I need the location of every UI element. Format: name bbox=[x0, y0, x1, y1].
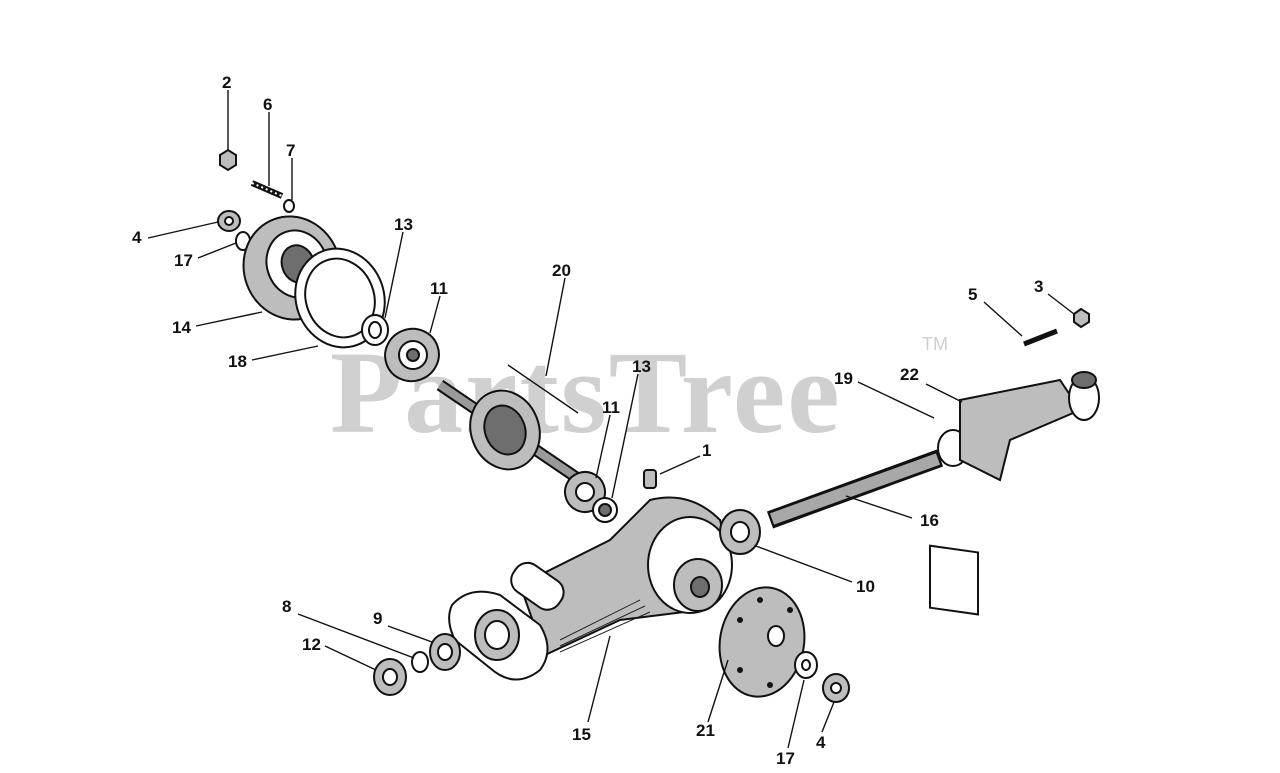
nut-3 bbox=[1073, 307, 1090, 329]
callout-20: 20 bbox=[552, 261, 571, 280]
callout-21: 21 bbox=[696, 721, 715, 740]
shaft-16 bbox=[766, 449, 944, 529]
callout-4-lower: 4 bbox=[816, 733, 826, 752]
stud-6 bbox=[250, 180, 284, 199]
callout-12: 12 bbox=[302, 635, 321, 654]
bracket-22 bbox=[959, 371, 1100, 482]
callout-18: 18 bbox=[228, 352, 247, 371]
callout-4-upper: 4 bbox=[132, 228, 142, 247]
stud-5 bbox=[1023, 328, 1058, 347]
washer-7 bbox=[283, 199, 295, 213]
washer-17-lower bbox=[794, 651, 818, 679]
bearing-10 bbox=[719, 509, 761, 555]
callout-11-lower: 11 bbox=[602, 398, 620, 417]
bevel-gear-shaft-20 bbox=[436, 380, 584, 485]
callout-3: 3 bbox=[1034, 277, 1043, 296]
callout-6: 6 bbox=[263, 95, 272, 114]
callout-7: 7 bbox=[286, 141, 295, 160]
callout-5: 5 bbox=[968, 285, 977, 304]
gasket-18 bbox=[294, 247, 386, 349]
callout-13-lower: 13 bbox=[632, 357, 651, 376]
callout-1: 1 bbox=[702, 441, 711, 460]
gasket-19 bbox=[929, 429, 979, 616]
callout-16: 16 bbox=[920, 511, 939, 530]
callout-10: 10 bbox=[856, 577, 875, 596]
seal-13-upper bbox=[361, 314, 389, 346]
seal-13-lower bbox=[592, 497, 618, 523]
flange-plate-left bbox=[448, 590, 549, 681]
callout-17-lower: 17 bbox=[776, 749, 795, 768]
hub-21 bbox=[718, 586, 806, 698]
callout-11-upper: 11 bbox=[430, 279, 448, 298]
callout-19: 19 bbox=[834, 369, 853, 388]
watermark-trademark: TM bbox=[922, 334, 948, 354]
bearing-9 bbox=[429, 633, 461, 671]
callout-14: 14 bbox=[172, 318, 191, 337]
bearing-11-upper bbox=[384, 327, 440, 383]
grease-fitting-1 bbox=[643, 469, 657, 489]
callout-15: 15 bbox=[572, 725, 591, 744]
callout-17-upper: 17 bbox=[174, 251, 193, 270]
nut-4-lower bbox=[822, 673, 850, 703]
nut-4-upper bbox=[217, 210, 241, 232]
housing-15 bbox=[510, 496, 733, 657]
seal-12 bbox=[373, 658, 407, 696]
callout-9: 9 bbox=[373, 609, 382, 628]
callout-8: 8 bbox=[282, 597, 291, 616]
snap-ring-8 bbox=[411, 651, 429, 673]
nut-2 bbox=[219, 148, 237, 172]
callout-13-upper: 13 bbox=[394, 215, 413, 234]
callout-2: 2 bbox=[222, 73, 231, 92]
callout-22: 22 bbox=[900, 365, 919, 384]
